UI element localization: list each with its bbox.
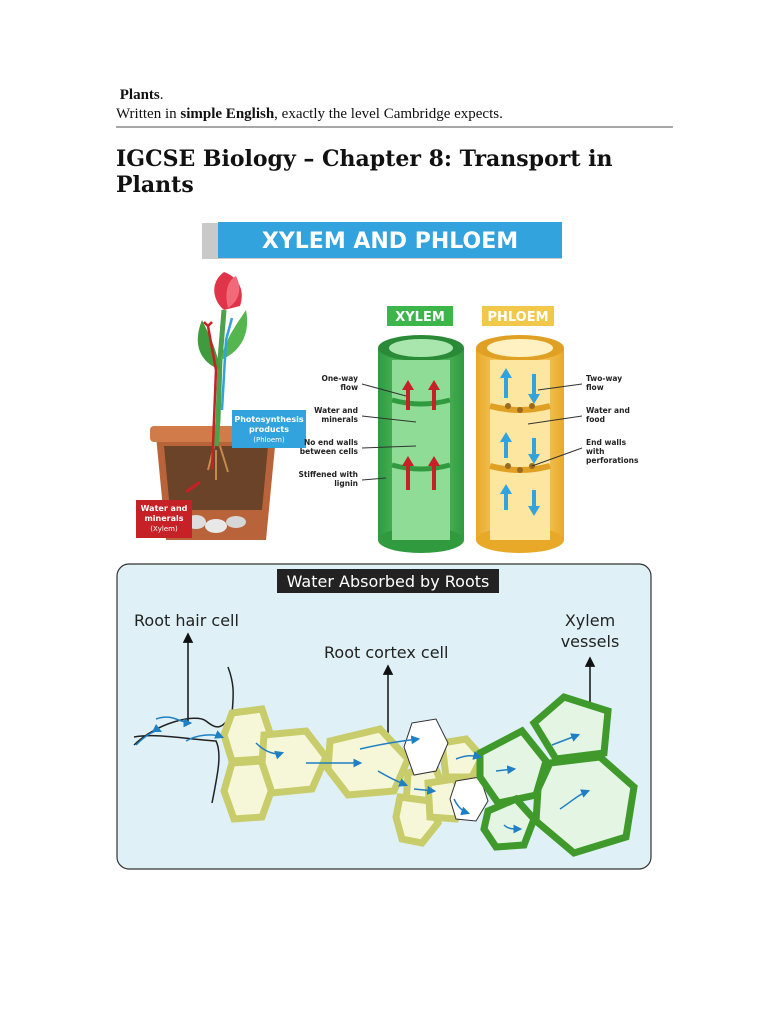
photosynthesis-line-3: (Phloem) [253,436,285,444]
photosynthesis-line-2: products [249,425,289,434]
intro-post: , exactly the level Cambridge expects. [274,106,503,122]
xylem-pointer-lines [361,383,417,481]
label-end-walls-1: End walls [586,438,627,447]
label-water-minerals-1: Water and [314,406,358,415]
intro-period: . [159,87,164,103]
white-cells [403,718,489,822]
plant-in-pot [150,272,282,540]
phloem-pointer-lines [527,383,583,467]
label-one-way-2: flow [340,383,358,392]
intro-pre: Written in [116,106,181,122]
label-water-food-2: food [586,415,605,424]
intro-line-2: Written in simple English, exactly the l… [116,105,676,124]
label-water-minerals-2: minerals [321,415,358,424]
xylem-cells [476,693,638,857]
label-one-way-1: One-way [321,374,358,383]
label-water-food-1: Water and [586,406,630,415]
label-two-way-2: flow [586,383,604,392]
photosynthesis-label-box [232,410,306,448]
label-no-end-walls-1: No end walls [304,438,359,447]
banner-bg [218,222,562,258]
phloem-tag: PHLOEM [487,310,548,325]
water-line-1: Water and [141,504,188,513]
label-end-walls-3: perforations [586,456,639,465]
xylem-label-2: vessels [561,632,620,651]
water-line-2: minerals [144,514,183,523]
water-flow-arrows [135,716,591,834]
water-up-arrow [185,480,201,494]
phloem-tag-bg [482,306,554,326]
xylem-labels: One-way flow Water and minerals No end w… [298,374,358,488]
xylem-vessel [378,335,464,553]
phloem-vessel [476,335,564,553]
label-lignin-1: Stiffened with [298,470,358,479]
water-label-box [136,500,192,538]
root-cortex-label: Root cortex cell [324,643,448,662]
root-hair-label: Root hair cell [134,611,239,630]
water-line-3: (Xylem) [150,525,178,533]
phloem-labels: Two-way flow Water and food End walls wi… [586,374,639,465]
label-end-walls-2: with [586,447,604,456]
label-lignin-2: lignin [334,479,358,488]
intro-bold: simple English [180,106,275,122]
xylem-label-1: Xylem [565,611,615,630]
roots-figure: Water Absorbed by Roots Root hair cell R… [116,563,652,870]
label-two-way-1: Two-way [586,374,622,383]
xylem-tag-bg [387,306,453,326]
banner-title: XYLEM AND PHLOEM [262,229,518,254]
intro-text: Plants. Written in simple English, exact… [116,86,676,124]
horizontal-rule [116,126,673,128]
intro-line-1: Plants. [116,86,676,105]
photosynthesis-line-1: Photosynthesis [234,415,303,424]
label-no-end-walls-2: between cells [300,447,359,456]
intro-plants: Plants [119,87,160,103]
roots-title-bg [277,569,499,593]
xylem-phloem-figure: XYLEM AND PHLOEM Photosynthesis products… [136,222,639,553]
xylem-tag: XYLEM [395,310,445,325]
page-title: IGCSE Biology – Chapter 8: Transport in … [116,146,613,198]
roots-title: Water Absorbed by Roots [287,572,490,591]
